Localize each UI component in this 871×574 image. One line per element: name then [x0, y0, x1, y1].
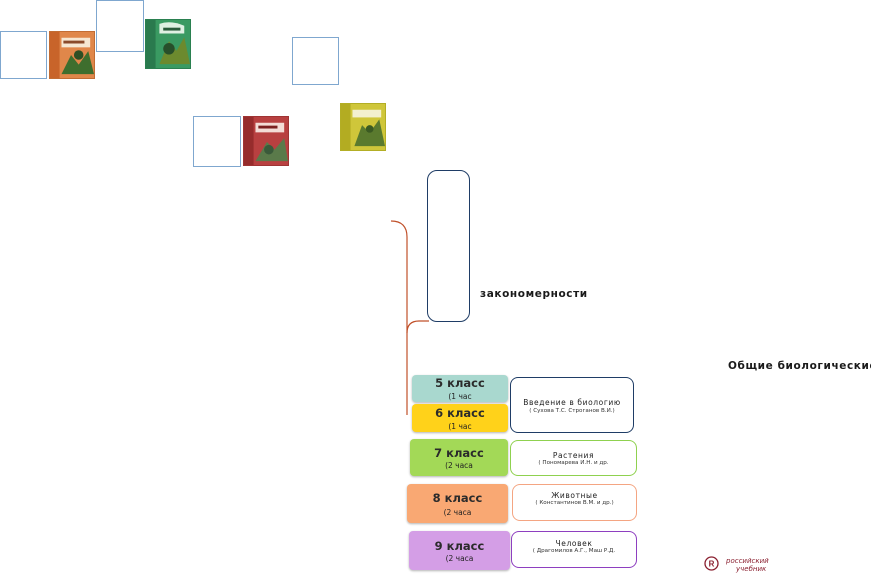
grade-5-title: 5 класс — [435, 376, 485, 390]
book-cover-biology-1 — [49, 31, 95, 79]
grade-9-badge: 9 класс (2 часа — [409, 531, 510, 570]
grade-6-badge: 6 класс (1 час — [412, 404, 508, 432]
course-plants: Растения ( Пономарева И.Н. и др. — [510, 440, 637, 476]
logo-line-1: российский — [726, 557, 769, 565]
grade-5-badge: 5 класс (1 час — [412, 375, 508, 402]
course-animals-authors: ( Константинов В.М. и др.) — [535, 500, 614, 506]
grade-7-title: 7 класс — [434, 446, 484, 460]
course-intro-biology-authors: ( Сухова Т.С. Строганов В.И.) — [529, 408, 615, 414]
course-intro-biology: Введение в биологию ( Сухова Т.С. Строга… — [510, 377, 634, 433]
general-biological-heading: Общие биологические — [728, 360, 871, 372]
red-bracket-line — [390, 220, 429, 415]
image-placeholder-3 — [292, 37, 339, 85]
book-cover-biology-4 — [243, 116, 289, 166]
logo-line-2: учебник — [736, 565, 767, 573]
patterns-heading: закономерности — [480, 288, 588, 300]
course-animals: Животные ( Константинов В.М. и др.) — [512, 484, 637, 521]
image-placeholder-2 — [96, 0, 144, 52]
grade-9-hours: (2 часа — [445, 554, 474, 563]
grade-7-hours: (2 часа — [445, 461, 473, 470]
grade-8-title: 8 класс — [432, 491, 483, 505]
image-placeholder-1 — [0, 31, 47, 79]
course-human-authors: ( Драгомилов А.Г., Маш Р.Д. — [532, 548, 616, 554]
grade-5-hours: (1 час — [448, 392, 472, 401]
r-logo-icon: R — [704, 556, 719, 571]
grade-9-title: 9 класс — [434, 539, 485, 553]
course-intro-biology-title: Введение в биологию — [523, 398, 621, 407]
book-cover-biology-2 — [145, 19, 191, 69]
course-plants-title: Растения — [552, 451, 595, 460]
grade-6-hours: (1 час — [448, 422, 472, 431]
grade-6-title: 6 класс — [435, 406, 485, 420]
book-cover-biology-3 — [340, 103, 386, 151]
image-placeholder-4 — [193, 116, 241, 167]
grade-8-badge: 8 класс (2 часа — [407, 484, 508, 523]
logo-text: российский учебник — [726, 557, 769, 573]
course-human-title: Человек — [555, 539, 593, 548]
grade-7-badge: 7 класс (2 часа — [410, 439, 508, 476]
course-plants-authors: ( Пономарева И.Н. и др. — [538, 460, 609, 466]
svg-text:R: R — [709, 560, 715, 569]
course-human: Человек ( Драгомилов А.Г., Маш Р.Д. — [511, 531, 637, 568]
course-animals-title: Животные — [551, 491, 598, 500]
patterns-frame — [427, 170, 470, 322]
grade-8-hours: (2 часа — [443, 508, 472, 517]
